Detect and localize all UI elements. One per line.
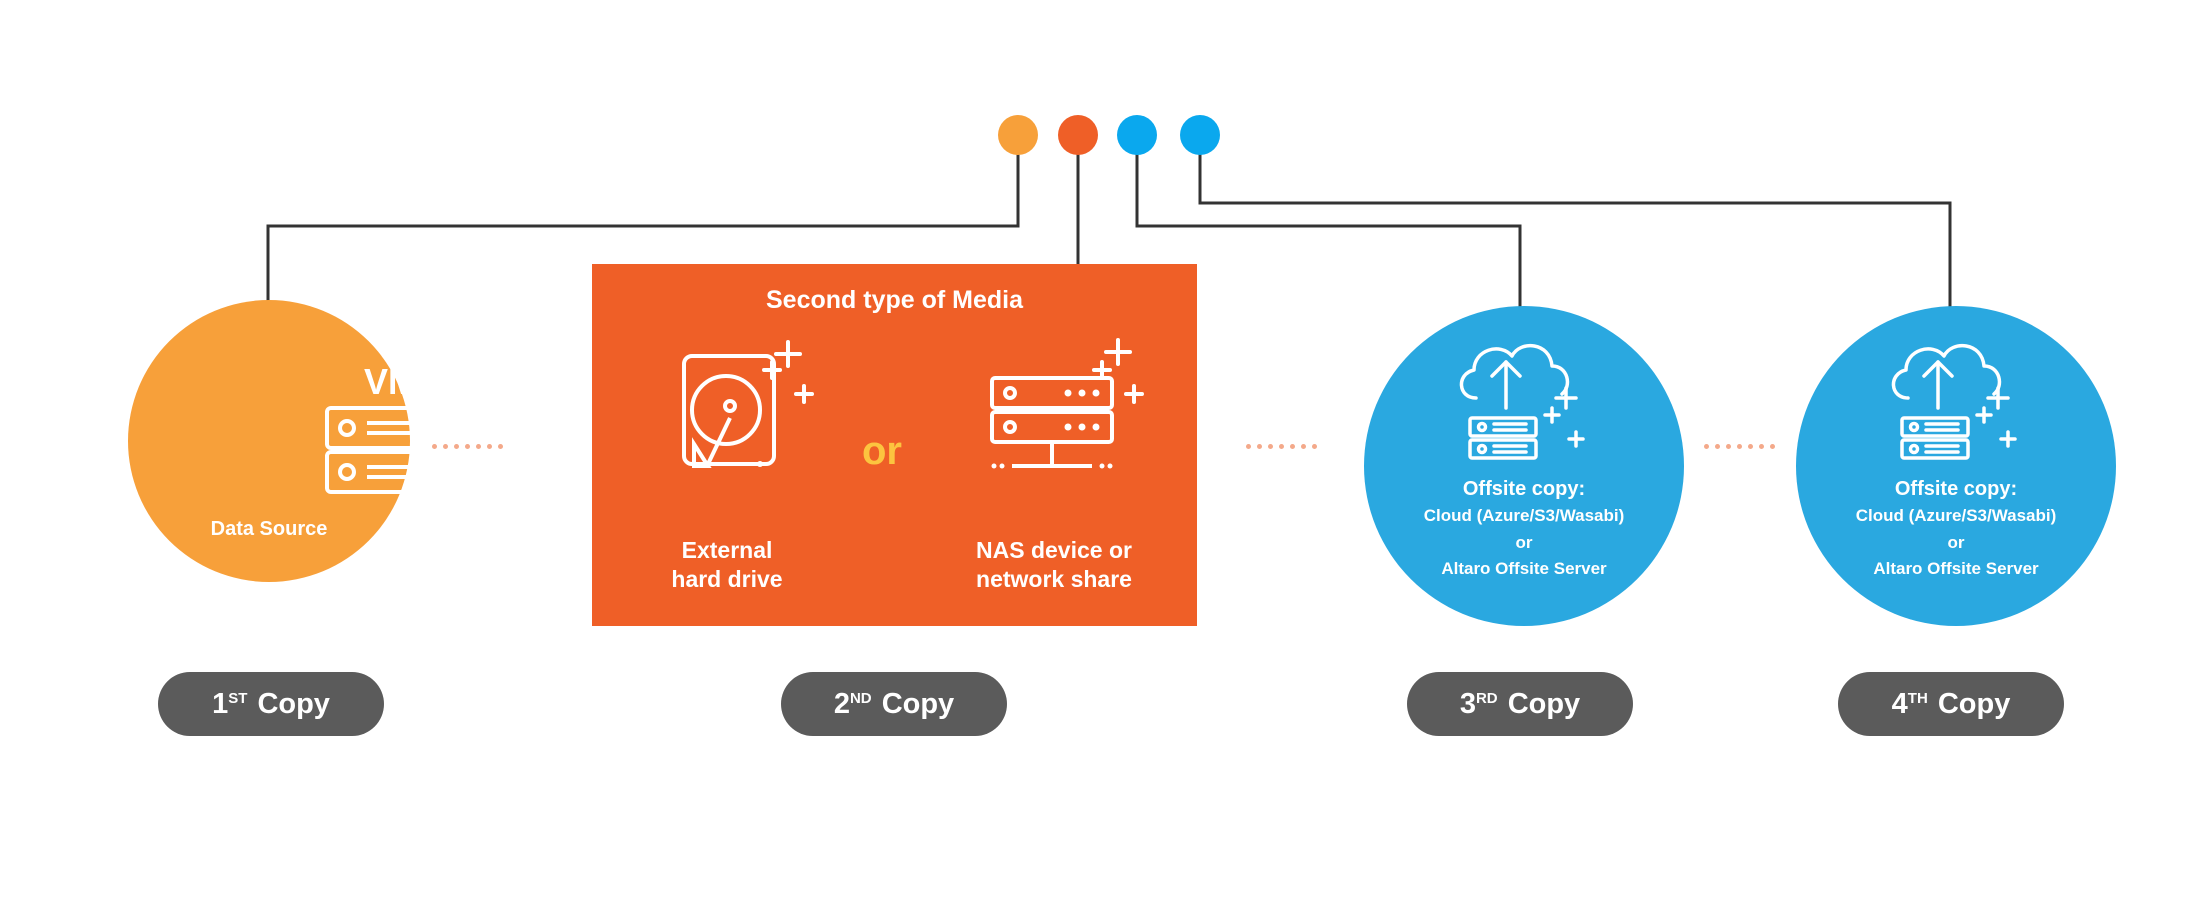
hard-drive-label-line1: External xyxy=(681,537,773,563)
hard-drive-icon xyxy=(682,340,814,468)
copy1-data-source-circle: VM Data Source xyxy=(128,300,502,582)
copy4-pill-num: 4 xyxy=(1891,688,1908,720)
dot-copy2 xyxy=(1058,115,1098,155)
copy3-line2: or xyxy=(1515,533,1533,552)
copy4-line3: Altaro Offsite Server xyxy=(1873,559,2039,578)
copy3-pill-num: 3 xyxy=(1459,688,1476,720)
copy3-line1: Cloud (Azure/S3/Wasabi) xyxy=(1423,506,1625,525)
copy4-line2: or xyxy=(1947,533,1965,552)
hard-drive-label: External hard drive xyxy=(652,536,802,594)
or-label: or xyxy=(862,429,902,473)
dotted-trail-2 xyxy=(1246,444,1317,449)
dot-copy1 xyxy=(998,115,1038,155)
nas-label: NAS device or network share xyxy=(964,536,1144,594)
hard-drive-label-line2: hard drive xyxy=(671,566,783,592)
nas-label-line2: network share xyxy=(976,566,1132,592)
copy2-media-box: Second type of Media External hard drive… xyxy=(592,264,1197,626)
cloud-server-icon xyxy=(1459,343,1585,460)
dot-copy3 xyxy=(1117,115,1157,155)
copy3-line3: Altaro Offsite Server xyxy=(1441,559,1607,578)
copy3-pill-sup: RD xyxy=(1475,690,1498,707)
copy1-pill: 1ST Copy xyxy=(158,672,384,736)
wire-copy1 xyxy=(266,148,1020,305)
copy3-title: Offsite copy: xyxy=(1462,478,1586,500)
copy4-line1: Cloud (Azure/S3/Wasabi) xyxy=(1855,506,2057,525)
copy4-offsite-circle: Offsite copy: Cloud (Azure/S3/Wasabi) or… xyxy=(1796,306,2116,626)
copy2-pill-sup: ND xyxy=(849,690,872,707)
copy2-pill-num: 2 xyxy=(833,688,850,720)
dot-copy4 xyxy=(1180,115,1220,155)
vm-server-icon: VM xyxy=(325,352,502,494)
copy3-pill: 3RD Copy xyxy=(1407,672,1633,736)
copy1-pill-num: 1 xyxy=(212,688,229,720)
cloud-server-icon xyxy=(1891,343,2017,460)
dotted-trail-3 xyxy=(1704,444,1775,449)
copy4-pill: 4TH Copy xyxy=(1838,672,2064,736)
nas-server-icon xyxy=(990,338,1144,469)
copy4-pill-word: Copy xyxy=(1937,688,2011,720)
copy1-label: Data Source xyxy=(210,518,328,540)
nas-label-line1: NAS device or xyxy=(976,537,1132,563)
copy1-pill-word: Copy xyxy=(257,688,330,720)
copy3-pill-word: Copy xyxy=(1507,688,1581,720)
copy3-offsite-circle: Offsite copy: Cloud (Azure/S3/Wasabi) or… xyxy=(1364,306,1684,626)
svg-text:VM: VM xyxy=(364,361,418,402)
copy2-pill: 2ND Copy xyxy=(781,672,1007,736)
copy4-title: Offsite copy: xyxy=(1894,478,2018,500)
copy1-pill-sup: ST xyxy=(228,690,248,707)
copy4-pill-sup: TH xyxy=(1907,690,1928,707)
copy2-title: Second type of Media xyxy=(766,286,1023,314)
wire-copy3 xyxy=(1135,148,1522,310)
wire-copy4 xyxy=(1198,148,1952,310)
dotted-trail-1 xyxy=(432,444,503,449)
copy2-pill-word: Copy xyxy=(881,688,955,720)
